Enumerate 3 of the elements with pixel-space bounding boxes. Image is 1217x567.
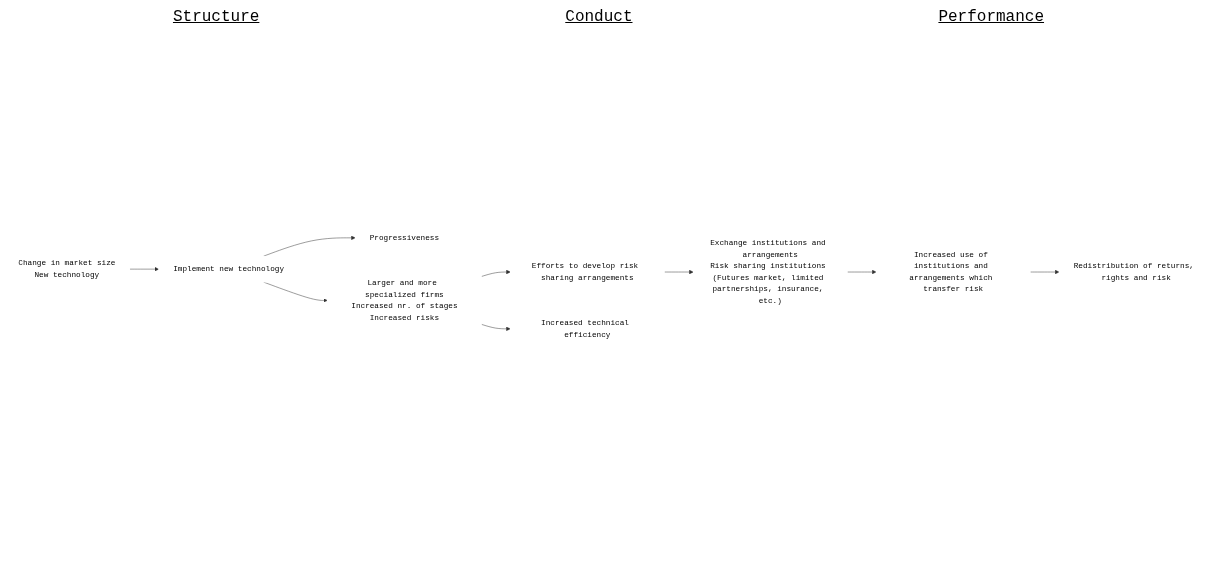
column-heading: Structure — [172, 8, 260, 26]
column-heading: Performance — [938, 8, 1045, 26]
column-heading: Conduct — [565, 8, 633, 26]
